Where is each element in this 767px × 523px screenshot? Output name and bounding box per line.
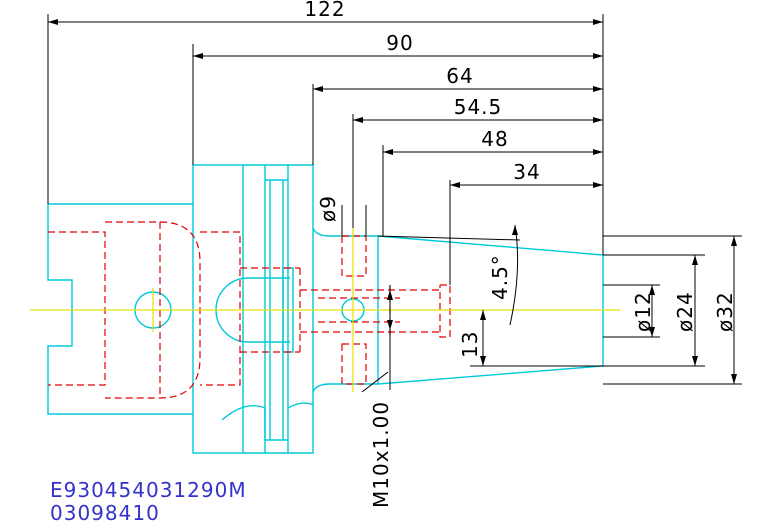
dim-64: 64 — [446, 64, 473, 88]
dim-122: 122 — [304, 0, 345, 21]
dim-90: 90 — [386, 31, 413, 55]
dim-48: 48 — [481, 127, 508, 151]
dim-dia-9: ø9 — [316, 195, 340, 222]
dimension-lines — [47, 14, 742, 393]
dim-dia-32: ø32 — [713, 291, 737, 332]
dim-34: 34 — [513, 160, 540, 184]
dim-dia-12: ø12 — [631, 291, 655, 332]
centerline — [30, 228, 620, 392]
dim-54-5: 54.5 — [454, 95, 503, 119]
dimension-labels: 122 90 64 54.5 48 34 ø9 4.5° 13 ø12 ø24 … — [304, 0, 737, 508]
part-code-block: E930454031290M 03098410 — [50, 478, 247, 523]
dim-taper-angle: 4.5° — [488, 254, 512, 300]
part-code-line1: E930454031290M — [50, 478, 247, 502]
dim-13: 13 — [458, 331, 482, 358]
dim-dia-24: ø24 — [673, 291, 697, 332]
part-code-line2: 03098410 — [50, 501, 160, 523]
dim-thread: M10x1.00 — [369, 401, 393, 508]
